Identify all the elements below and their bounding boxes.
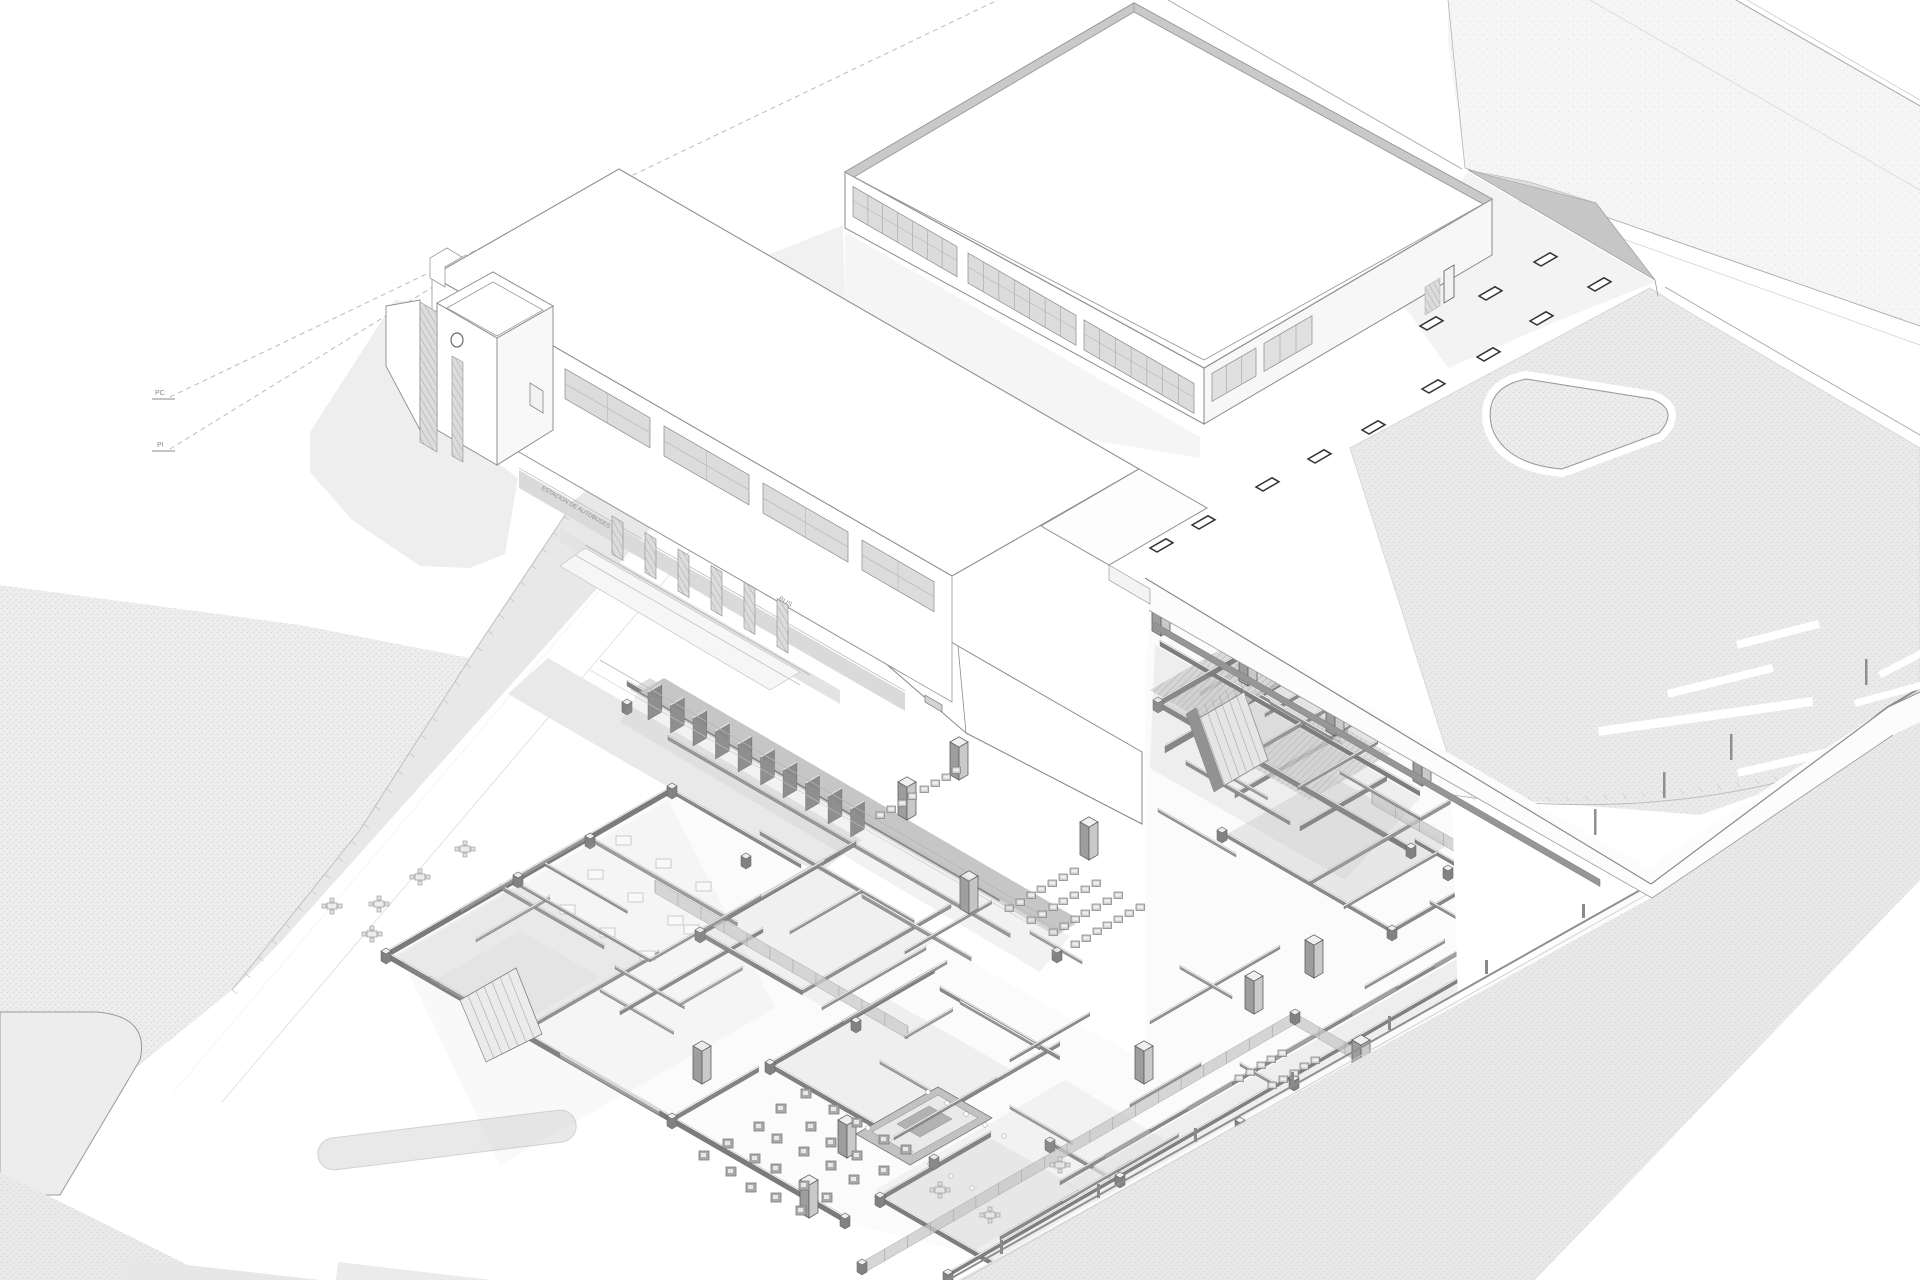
svg-text:PC: PC	[155, 390, 165, 397]
svg-text:PI: PI	[157, 442, 164, 449]
